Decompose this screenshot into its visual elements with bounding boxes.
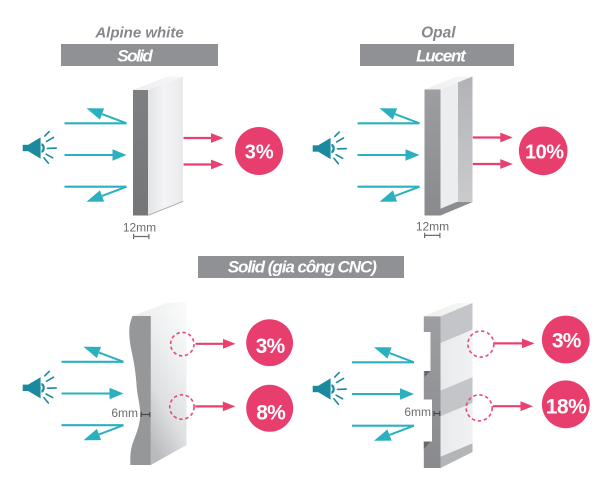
svg-text:12mm: 12mm xyxy=(416,220,449,234)
svg-text:18%: 18% xyxy=(546,396,587,419)
svg-text:3%: 3% xyxy=(256,335,286,358)
svg-text:6mm: 6mm xyxy=(404,405,431,419)
svg-text:10%: 10% xyxy=(525,141,564,163)
svg-text:3%: 3% xyxy=(245,142,274,164)
svg-text:Lucent: Lucent xyxy=(416,47,467,66)
svg-text:6mm: 6mm xyxy=(111,406,138,420)
svg-text:Opal: Opal xyxy=(421,25,456,42)
svg-text:Solid: Solid xyxy=(117,47,153,66)
svg-text:Solid (gia công CNC): Solid (gia công CNC) xyxy=(228,258,377,277)
svg-text:8%: 8% xyxy=(256,401,286,424)
svg-text:12mm: 12mm xyxy=(123,221,156,235)
svg-text:3%: 3% xyxy=(552,329,582,352)
svg-text:Alpine white: Alpine white xyxy=(94,25,183,42)
